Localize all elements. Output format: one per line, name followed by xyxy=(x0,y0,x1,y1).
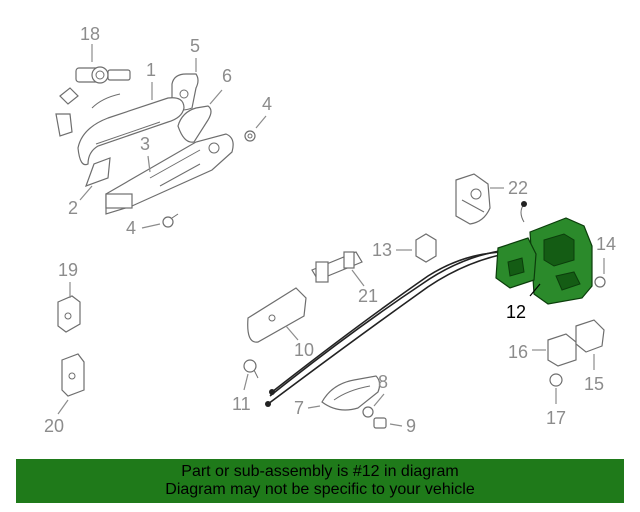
part-4-screw-lower xyxy=(162,213,179,228)
part-14-screw xyxy=(594,276,606,288)
callout-11: 11 xyxy=(232,394,251,414)
banner-line-1: Part or sub-assembly is #12 in diagram xyxy=(181,463,459,480)
part-17-screw xyxy=(549,373,563,387)
part-8-screw xyxy=(362,406,374,418)
callout-15: 15 xyxy=(584,374,604,394)
callout-3: 3 xyxy=(140,134,150,154)
lock-cables xyxy=(265,249,509,407)
part-10-seal-pad xyxy=(247,287,307,343)
callout-4-upper: 4 xyxy=(262,94,272,114)
callout-2: 2 xyxy=(68,198,78,218)
callout-1: 1 xyxy=(146,60,156,80)
part-1-outside-handle xyxy=(77,97,185,166)
part-22-striker xyxy=(455,173,491,225)
part-16-bracket xyxy=(547,333,577,367)
callout-8: 8 xyxy=(378,372,388,392)
callout-21: 21 xyxy=(358,286,378,306)
callout-18: 18 xyxy=(80,24,100,44)
part-20-bracket xyxy=(61,353,85,397)
part-19-bracket xyxy=(57,295,81,333)
part-3-handle-frame xyxy=(105,133,234,215)
callout-10: 10 xyxy=(294,340,314,360)
part-12-door-lock-actuator[interactable] xyxy=(495,201,593,305)
callout-22: 22 xyxy=(508,178,528,198)
callout-19: 19 xyxy=(58,260,78,280)
callout-6: 6 xyxy=(222,66,232,86)
callout-9: 9 xyxy=(406,416,416,436)
callout-7: 7 xyxy=(294,398,304,418)
part-15-bracket xyxy=(575,319,605,353)
callout-5: 5 xyxy=(190,36,200,56)
banner-line-2: Diagram may not be specific to your vehi… xyxy=(165,481,475,498)
part-7-inside-handle xyxy=(321,375,381,411)
callout-17: 17 xyxy=(546,408,566,428)
part-2-cap xyxy=(84,157,111,188)
callout-16: 16 xyxy=(508,342,528,362)
info-banner: Part or sub-assembly is #12 in diagram D… xyxy=(16,459,624,503)
part-21-door-check xyxy=(311,251,363,283)
callout-12: 12 xyxy=(506,302,526,322)
part-18-key-cylinder xyxy=(55,66,131,137)
part-4-screw-upper xyxy=(244,130,256,142)
callout-13: 13 xyxy=(372,240,392,260)
callout-14: 14 xyxy=(596,234,616,254)
part-6-gasket xyxy=(177,105,212,143)
part-13-bumper xyxy=(415,233,437,263)
callout-20: 20 xyxy=(44,416,64,436)
part-9-clip xyxy=(373,417,387,429)
callout-4-lower: 4 xyxy=(126,218,136,238)
part-11-clip xyxy=(243,359,259,379)
parts-diagram: 18 5 1 6 3 2 4 4 xyxy=(44,24,616,436)
